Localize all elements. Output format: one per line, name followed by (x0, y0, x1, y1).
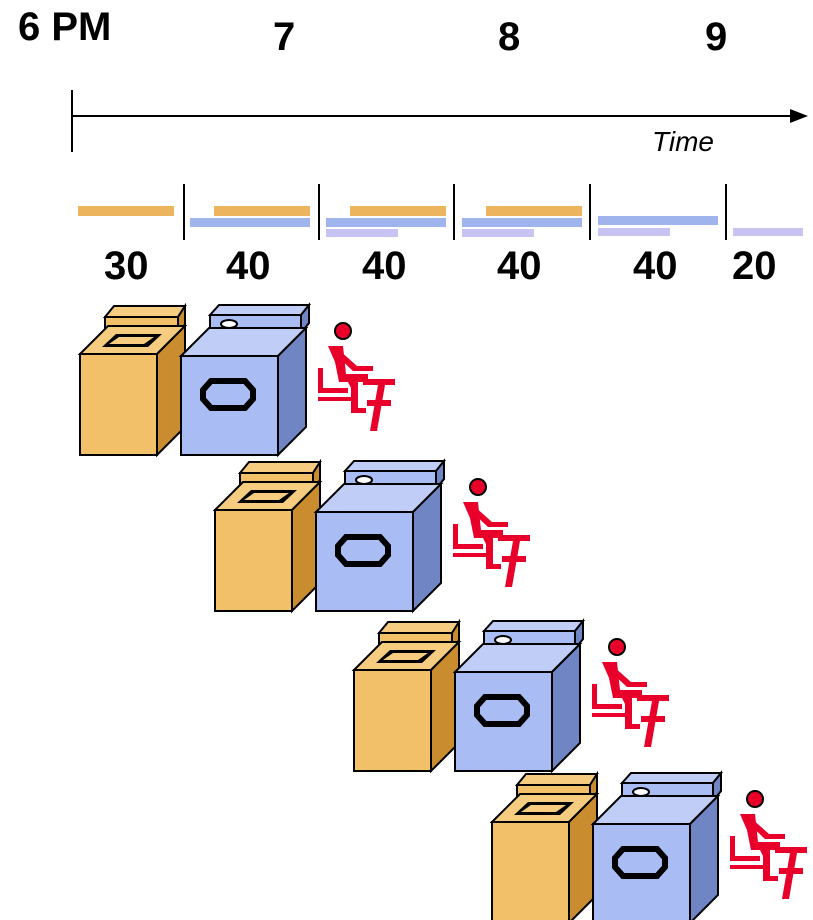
stage-duration: 40 (633, 244, 678, 288)
stage-duration: 40 (497, 244, 542, 288)
fold-bar (598, 228, 670, 236)
dryer-icon (181, 305, 309, 455)
dryer-icon (316, 461, 444, 611)
dry-bar (326, 218, 446, 227)
stage-duration: 30 (104, 244, 149, 288)
folding-person-icon (452, 478, 531, 588)
laundry-load (79, 305, 396, 456)
dryer-icon (593, 773, 721, 920)
stage-duration: 20 (732, 244, 777, 288)
dry-bar (462, 218, 582, 227)
folding-person-icon (729, 790, 808, 900)
fold-bar (733, 228, 803, 236)
stage-duration: 40 (362, 244, 407, 288)
fold-bar (462, 229, 534, 237)
laundry-load (353, 621, 670, 772)
washer-icon (214, 461, 321, 612)
laundry-load (491, 773, 808, 920)
wash-bar (350, 206, 446, 216)
hour-label: 8 (498, 15, 520, 59)
washer-icon (353, 621, 460, 772)
dryer-icon (455, 621, 583, 771)
folding-person-icon (591, 638, 670, 748)
washer-icon (491, 773, 598, 920)
stage-duration: 40 (226, 244, 271, 288)
wash-bar (214, 206, 310, 216)
hour-label: 7 (273, 15, 295, 59)
fold-bar (326, 229, 398, 237)
time-axis-arrowhead (790, 109, 808, 123)
wash-bar (78, 206, 174, 216)
dry-bar (190, 218, 310, 227)
hour-label: 9 (705, 15, 727, 59)
folding-person-icon (317, 322, 396, 432)
hour-label: 6 PM (18, 5, 111, 49)
time-axis-label: Time (652, 126, 714, 157)
laundry-load (214, 461, 531, 612)
wash-bar (486, 206, 582, 216)
stage-bars (78, 184, 803, 240)
washer-icon (79, 305, 186, 456)
dry-bar (598, 216, 718, 225)
